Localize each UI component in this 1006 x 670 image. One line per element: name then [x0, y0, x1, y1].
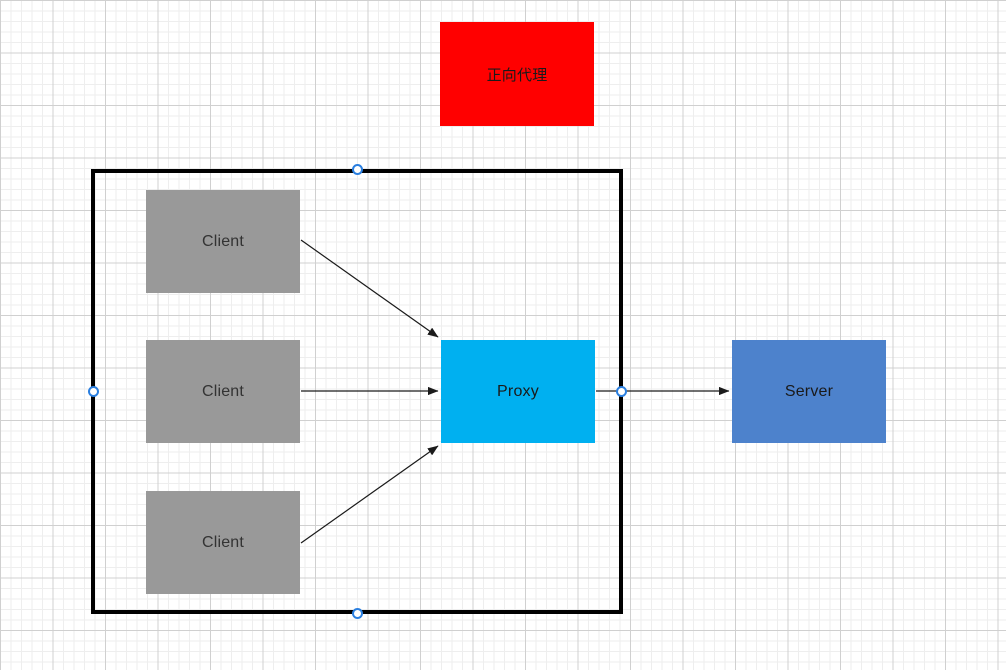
client-node-2-label: Client	[201, 382, 245, 400]
selection-handle-bottom[interactable]	[351, 607, 363, 619]
selection-handle-top[interactable]	[351, 163, 363, 175]
client-node-1-label: Client	[201, 232, 245, 250]
client-node-3[interactable]: Client	[146, 491, 300, 594]
selection-handle-right[interactable]	[615, 385, 627, 397]
proxy-node-label: Proxy	[497, 382, 539, 400]
note-shape-forward-proxy[interactable]: 正向代理	[440, 22, 594, 126]
proxy-node[interactable]: Proxy	[441, 340, 595, 443]
server-node-label: Server	[784, 382, 834, 400]
client-node-3-label: Client	[201, 533, 245, 551]
selection-handle-left[interactable]	[87, 385, 99, 397]
client-node-2[interactable]: Client	[146, 340, 300, 443]
note-shape-label: 正向代理	[486, 66, 548, 84]
client-node-1[interactable]: Client	[146, 190, 300, 293]
server-node[interactable]: Server	[732, 340, 886, 443]
